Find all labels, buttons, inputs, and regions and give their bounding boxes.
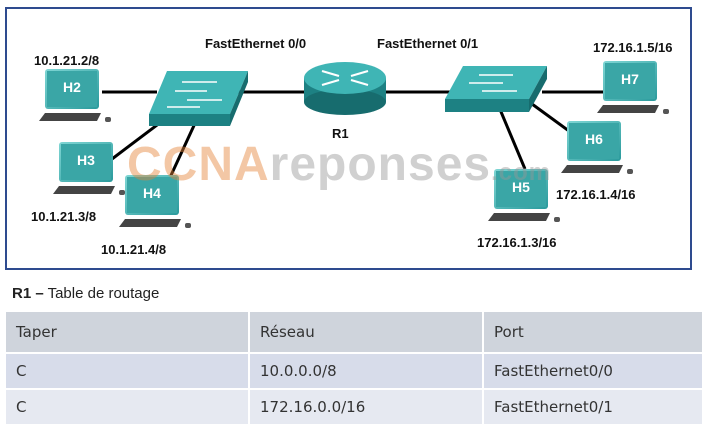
- caption-title: Table de routage: [43, 285, 160, 302]
- router-label: R1: [332, 126, 349, 141]
- ip-label-h4: 10.1.21.4/8: [101, 242, 167, 257]
- topology-drawing: [39, 61, 669, 228]
- table-caption: R1 – Table de routage: [12, 285, 159, 302]
- host-h2-icon: [39, 69, 111, 122]
- cell-network: 10.0.0.0/8: [248, 353, 483, 390]
- host-h6-icon: [561, 121, 633, 174]
- table-row: C 172.16.0.0/16 FastEthernet0/1: [6, 389, 702, 426]
- caption-router: R1 –: [12, 285, 44, 302]
- cell-port: FastEthernet0/1: [482, 389, 702, 426]
- cell-port: FastEthernet0/0: [482, 353, 702, 390]
- cell-type: C: [6, 389, 249, 426]
- header-port: Port: [482, 312, 702, 354]
- cell-type: C: [6, 353, 249, 390]
- header-network: Réseau: [248, 312, 483, 354]
- host-label-h2: H2: [63, 79, 81, 95]
- host-h5-icon: [488, 169, 560, 222]
- routing-table: Taper Réseau Port C 10.0.0.0/8 FastEther…: [6, 312, 702, 426]
- interface-label-fa01: FastEthernet 0/1: [377, 36, 479, 51]
- ip-label-h7: 172.16.1.5/16: [593, 40, 673, 55]
- host-h7-icon: [597, 61, 669, 114]
- host-h4-icon: [119, 175, 191, 228]
- header-type: Taper: [6, 312, 249, 354]
- host-label-h4: H4: [143, 185, 161, 201]
- ip-label-h6: 172.16.1.4/16: [556, 187, 636, 202]
- host-h3-icon: [53, 142, 125, 195]
- network-diagram: H2 H3 H4 H5 H6 H7 FastEthernet 0/0 FastE…: [5, 7, 692, 270]
- ip-label-h5: 172.16.1.3/16: [477, 235, 557, 250]
- host-label-h7: H7: [621, 71, 639, 87]
- network-links: [102, 90, 607, 185]
- router-icon: [304, 62, 386, 115]
- table-row: C 10.0.0.0/8 FastEthernet0/0: [6, 353, 702, 390]
- ip-label-h2: 10.1.21.2/8: [34, 53, 100, 68]
- switch-right-icon: [445, 66, 547, 112]
- switch-left-icon: [149, 71, 248, 126]
- host-label-h6: H6: [585, 131, 603, 147]
- cell-network: 172.16.0.0/16: [248, 389, 483, 426]
- table-header-row: Taper Réseau Port: [6, 312, 702, 354]
- host-label-h5: H5: [512, 179, 530, 195]
- host-label-h3: H3: [77, 152, 95, 168]
- interface-label-fa00: FastEthernet 0/0: [205, 36, 307, 51]
- ip-label-h3: 10.1.21.3/8: [31, 209, 97, 224]
